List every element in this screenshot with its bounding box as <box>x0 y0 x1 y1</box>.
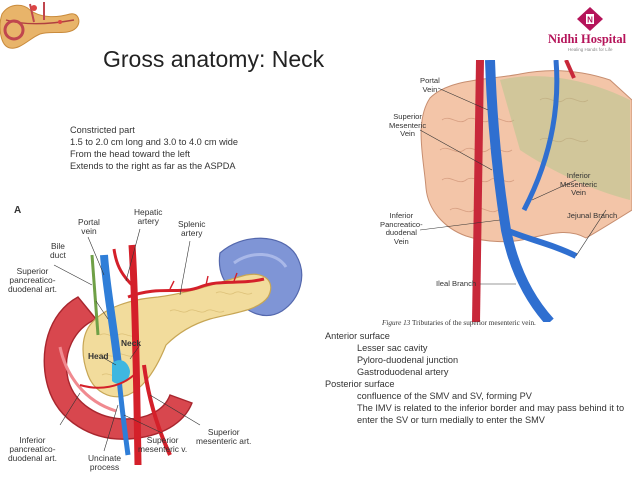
label-splenic-artery: Splenic artery <box>178 219 206 238</box>
smv-illustration <box>419 60 632 322</box>
intro-line: 1.5 to 2.0 cm long and 3.0 to 4.0 cm wid… <box>70 137 239 147</box>
hospital-logo-name: Nidhi Hospital <box>548 32 627 46</box>
label-b-ileal: Ileal Branch <box>436 279 477 288</box>
label-superior-pd-art: Superior pancreatico- duodenal art. <box>8 266 57 294</box>
label-hepatic-artery: Hepatic artery <box>134 207 163 226</box>
label-b-portal-vein: Portal Vein <box>420 76 440 94</box>
label-sup-mes-art: Superior mesenteric art. <box>196 427 252 446</box>
label-uncinate: Uncinate process <box>88 453 122 472</box>
label-head: Head <box>88 351 109 361</box>
label-sup-mes-v: Superior mesenteric v. <box>138 435 188 454</box>
caption-number: Figure 13 <box>382 319 411 327</box>
anterior-item: Gastroduodenal artery <box>357 367 449 377</box>
intro-line: Extends to the right as far as the ASPDA <box>70 161 236 171</box>
figure-letter: A <box>14 205 22 216</box>
intro-line: From the head toward the left <box>70 149 191 159</box>
surfaces-text: Anterior surface Lesser sac cavity Pylor… <box>325 330 630 426</box>
pancreas-logo-icon <box>0 2 80 49</box>
caption-text: Tributaries of the superior mesenteric v… <box>411 319 536 327</box>
label-neck: Neck <box>121 338 142 348</box>
label-b-inf-pd-vein: Inferior Pancreatico- duodenal Vein <box>380 211 423 246</box>
hospital-logo-icon: N <box>577 7 603 31</box>
slide-title: Gross anatomy: Neck <box>103 46 325 72</box>
label-b-sup-mes-vein: Superior Mesenteric Vein <box>389 112 427 138</box>
pancreas-illustration <box>43 228 303 466</box>
label-portal-vein: Portal vein <box>78 217 100 236</box>
posterior-item: The IMV is related to the inferior borde… <box>357 403 625 425</box>
label-b-inf-mes-vein: Inferior Mesenteric Vein <box>560 171 598 197</box>
anterior-item: Pyloro-duodenal junction <box>357 355 459 365</box>
figure-caption: Figure 13 Tributaries of the superior me… <box>382 319 536 327</box>
label-b-jejunal: Jejunal Branch <box>567 211 618 220</box>
label-bile-duct: Bile duct <box>50 241 66 260</box>
label-inferior-pd-art: Inferior pancreatico- duodenal art. <box>8 435 57 463</box>
hospital-logo-tagline: Healing Hands for Life <box>568 47 613 52</box>
svg-text:N: N <box>587 16 593 25</box>
posterior-heading: Posterior surface <box>325 379 395 389</box>
anterior-item: Lesser sac cavity <box>357 343 428 353</box>
intro-line: Constricted part <box>70 125 135 135</box>
posterior-item: confluence of the SMV and SV, forming PV <box>357 391 532 401</box>
anterior-heading: Anterior surface <box>325 331 390 341</box>
intro-text: Constricted part 1.5 to 2.0 cm long and … <box>70 124 238 172</box>
